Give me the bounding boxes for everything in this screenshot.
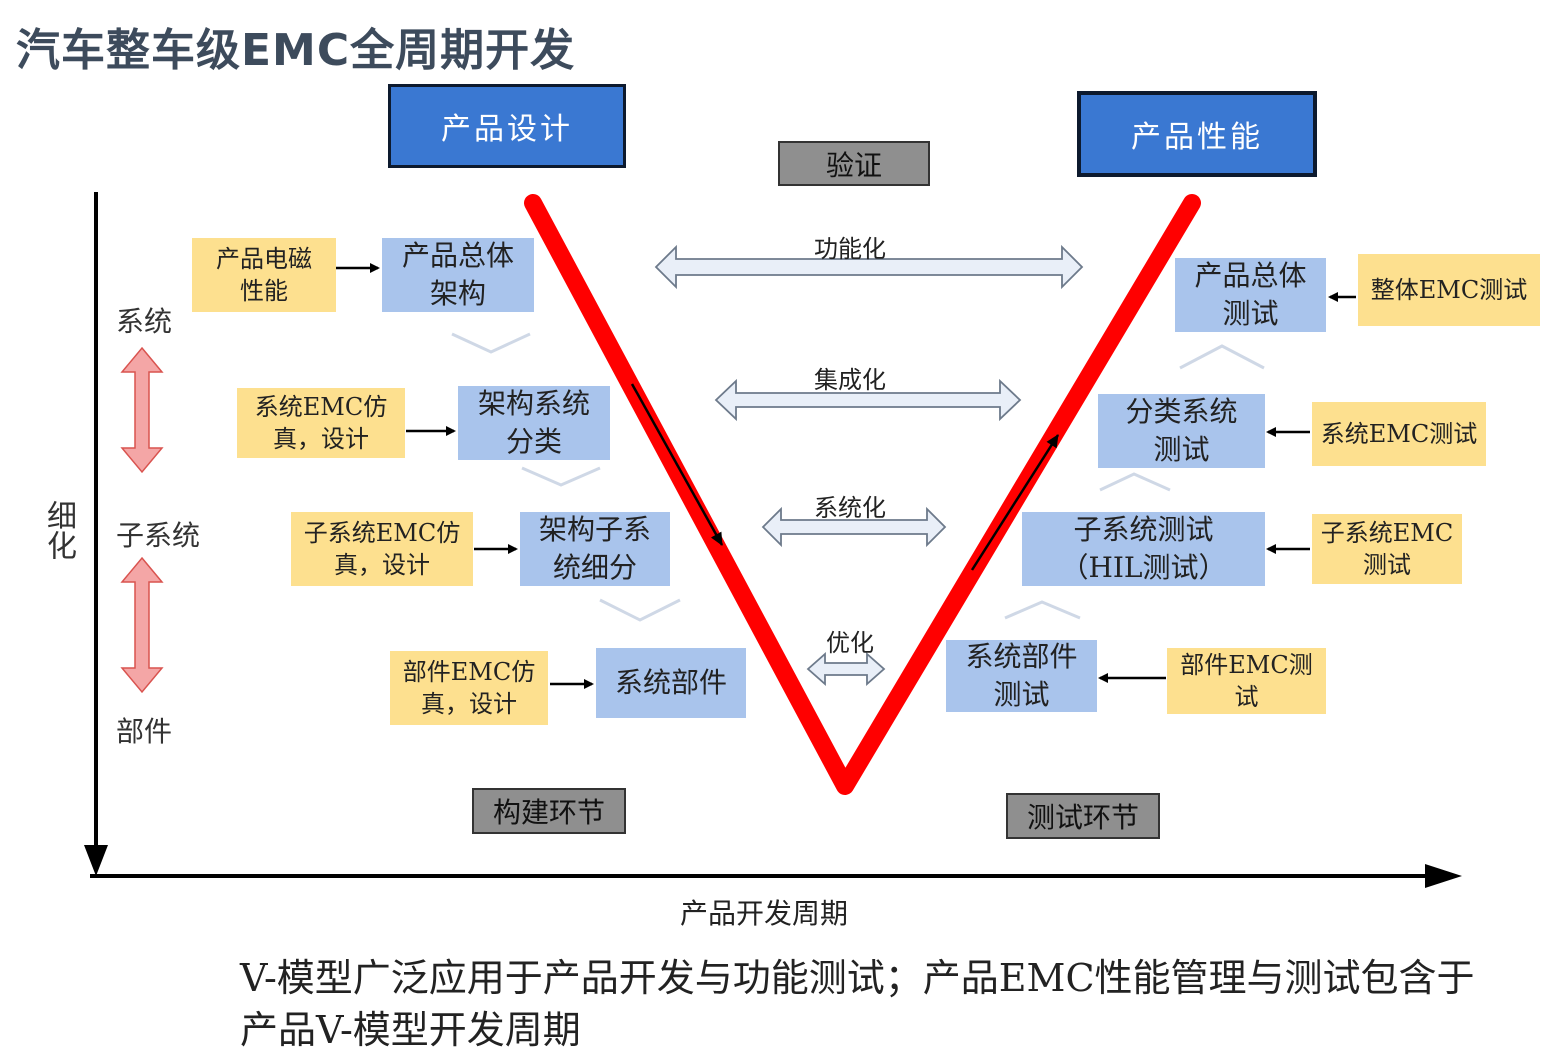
v-model-line [524, 194, 1201, 795]
left-yellow-4: 部件EMC仿 真，设计 [390, 651, 548, 725]
right-yellow-2: 系统EMC测试 [1312, 402, 1486, 466]
functional-arrow [654, 244, 1084, 290]
page-title: 汽车整车级EMC全周期开发 [16, 25, 576, 76]
level-system: 系统 [116, 305, 173, 338]
x-axis-label: 产品开发周期 [680, 897, 849, 930]
ascent-arrow [970, 434, 1060, 571]
left-yellow-1: 产品电磁 性能 [192, 238, 336, 312]
chevron-down-icon [599, 598, 681, 622]
left-blue-3: 架构子系 统细分 [520, 512, 670, 586]
phase-test: 测试环节 [1006, 793, 1160, 839]
right-yellow-3: 子系统EMC 测试 [1312, 514, 1462, 584]
right-blue-3: 子系统测试 （HIL测试） [1022, 512, 1265, 586]
chevron-up-icon [1099, 472, 1171, 492]
chevron-up-icon [1004, 600, 1081, 620]
level-part: 部件 [116, 715, 173, 748]
right-blue-4: 系统部件 测试 [946, 640, 1097, 712]
header-product-performance: 产品性能 [1077, 91, 1317, 177]
chevron-down-icon [451, 332, 531, 354]
left-yellow-2: 系统EMC仿 真，设计 [237, 388, 405, 458]
chevron-up-icon [1179, 344, 1265, 370]
right-blue-1: 产品总体 测试 [1175, 258, 1326, 332]
integration-arrow [714, 378, 1022, 422]
header-product-design: 产品设计 [388, 84, 626, 168]
right-blue-2: 分类系统 测试 [1098, 394, 1265, 468]
caption: V-模型广泛应用于产品开发与功能测试；产品EMC性能管理与测试包含于产品V-模型… [240, 956, 1475, 1052]
left-blue-4: 系统部件 [596, 648, 746, 718]
right-yellow-4: 部件EMC测 试 [1167, 648, 1326, 714]
right-yellow-1: 整体EMC测试 [1358, 254, 1540, 326]
optimization-arrow [806, 652, 886, 686]
left-blue-1: 产品总体 架构 [382, 238, 534, 312]
phase-build: 构建环节 [472, 788, 626, 834]
left-blue-2: 架构系统 分类 [458, 386, 610, 460]
process-systemization: 系统化 [814, 494, 886, 522]
chevron-down-icon [521, 466, 601, 487]
y-axis-label: 细化 [41, 500, 76, 560]
level-subsystem: 子系统 [116, 519, 201, 552]
left-yellow-3: 子系统EMC仿 真，设计 [291, 512, 473, 586]
process-optimization: 优化 [826, 629, 874, 657]
pink-double-arrow-upper [120, 346, 164, 474]
x-axis [90, 864, 1462, 888]
descent-arrow [630, 383, 724, 546]
process-functional: 功能化 [814, 235, 886, 263]
header-verify: 验证 [778, 141, 930, 186]
pink-double-arrow-lower [120, 556, 164, 694]
y-axis [84, 192, 108, 876]
process-integration: 集成化 [814, 366, 886, 394]
systemization-arrow [761, 506, 947, 548]
